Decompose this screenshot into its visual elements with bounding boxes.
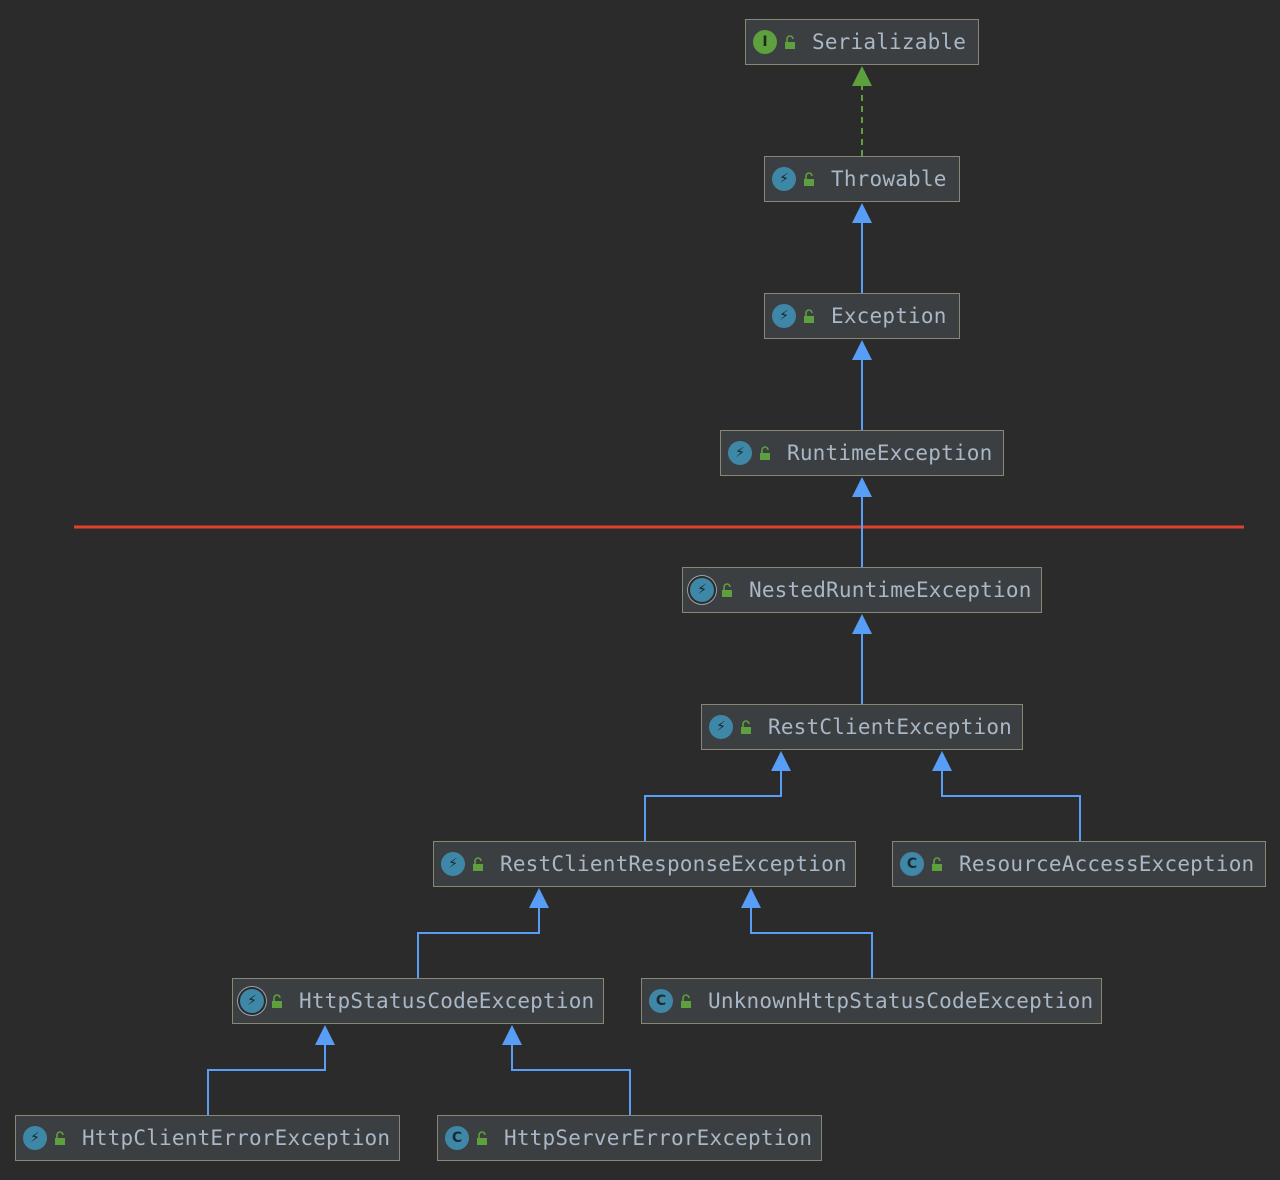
class-name-label: RestClientException <box>768 715 1013 739</box>
class-name-label: NestedRuntimeException <box>749 578 1032 602</box>
public-visibility-icon <box>930 856 946 872</box>
class-node-throwable[interactable]: ⚡ Throwable <box>764 156 960 202</box>
public-visibility-icon <box>758 445 774 461</box>
public-visibility-icon <box>720 582 736 598</box>
edge-arrowhead <box>932 751 952 771</box>
class-name-label: HttpClientErrorException <box>82 1126 391 1150</box>
class-node-unknown[interactable]: C UnknownHttpStatusCodeException <box>641 978 1102 1024</box>
public-visibility-icon <box>270 993 286 1009</box>
edge-extends-resource-restclient <box>932 751 1081 841</box>
class-name-label: Exception <box>831 304 947 328</box>
edge-extends-nested-runtime <box>852 477 872 567</box>
exception-class-icon: ⚡ <box>728 441 752 465</box>
class-node-clienterror[interactable]: ⚡ HttpClientErrorException <box>15 1115 400 1161</box>
class-node-statuscode[interactable]: ⚡ HttpStatusCodeException <box>232 978 604 1024</box>
interface-icon: I <box>753 30 777 54</box>
class-name-label: Throwable <box>831 167 947 191</box>
edge-implements-throwable-serializable <box>852 66 872 156</box>
class-node-exception[interactable]: ⚡ Exception <box>764 293 960 339</box>
edge-extends-clienterror-statuscode <box>207 1025 335 1115</box>
edge-line <box>644 771 782 841</box>
edge-line <box>941 771 1081 841</box>
public-visibility-icon <box>475 1130 491 1146</box>
edge-arrowhead <box>771 751 791 771</box>
class-icon: C <box>649 989 673 1013</box>
abstract-exception-class-icon: ⚡ <box>240 989 264 1013</box>
class-name-label: RestClientResponseException <box>500 852 847 876</box>
abstract-exception-class-icon: ⚡ <box>690 578 714 602</box>
class-name-label: RuntimeException <box>787 441 993 465</box>
edge-arrowhead <box>502 1025 522 1045</box>
edge-extends-exception-throwable <box>852 203 872 293</box>
edge-extends-response-restclient <box>644 751 791 841</box>
edge-arrowhead <box>852 66 872 86</box>
class-name-label: ResourceAccessException <box>959 852 1255 876</box>
exception-class-icon: ⚡ <box>772 167 796 191</box>
edge-arrowhead <box>741 888 761 908</box>
edge-arrowhead <box>852 614 872 634</box>
edge-line <box>207 1045 326 1115</box>
public-visibility-icon <box>739 719 755 735</box>
edge-line <box>417 908 540 978</box>
public-visibility-icon <box>471 856 487 872</box>
edge-arrowhead <box>852 477 872 497</box>
public-visibility-icon <box>802 171 818 187</box>
class-icon: C <box>900 852 924 876</box>
class-name-label: HttpServerErrorException <box>504 1126 813 1150</box>
edge-line <box>750 908 873 978</box>
class-node-restclient[interactable]: ⚡ RestClientException <box>701 704 1023 750</box>
edge-extends-servererror-statuscode <box>502 1025 631 1115</box>
class-node-nested[interactable]: ⚡ NestedRuntimeException <box>682 567 1042 613</box>
edge-line <box>511 1045 631 1115</box>
edge-extends-unknown-response <box>741 888 873 978</box>
class-node-resource[interactable]: C ResourceAccessException <box>892 841 1266 887</box>
class-node-runtime[interactable]: ⚡ RuntimeException <box>720 430 1004 476</box>
class-node-serializable[interactable]: I Serializable <box>745 19 979 65</box>
public-visibility-icon <box>53 1130 69 1146</box>
edge-arrowhead <box>529 888 549 908</box>
public-visibility-icon <box>783 34 799 50</box>
edge-arrowhead <box>852 340 872 360</box>
public-visibility-icon <box>679 993 695 1009</box>
exception-class-icon: ⚡ <box>441 852 465 876</box>
class-node-servererror[interactable]: C HttpServerErrorException <box>437 1115 822 1161</box>
edge-extends-runtime-exception <box>852 340 872 430</box>
exception-class-icon: ⚡ <box>709 715 733 739</box>
public-visibility-icon <box>802 308 818 324</box>
exception-class-icon: ⚡ <box>23 1126 47 1150</box>
class-name-label: HttpStatusCodeException <box>299 989 595 1013</box>
class-name-label: Serializable <box>812 30 967 54</box>
class-icon: C <box>445 1126 469 1150</box>
class-name-label: UnknownHttpStatusCodeException <box>708 989 1094 1013</box>
exception-class-icon: ⚡ <box>772 304 796 328</box>
edge-extends-statuscode-response <box>417 888 549 978</box>
class-node-response[interactable]: ⚡ RestClientResponseException <box>433 841 856 887</box>
edge-arrowhead <box>852 203 872 223</box>
edge-extends-restclient-nested <box>852 614 872 704</box>
edge-arrowhead <box>315 1025 335 1045</box>
